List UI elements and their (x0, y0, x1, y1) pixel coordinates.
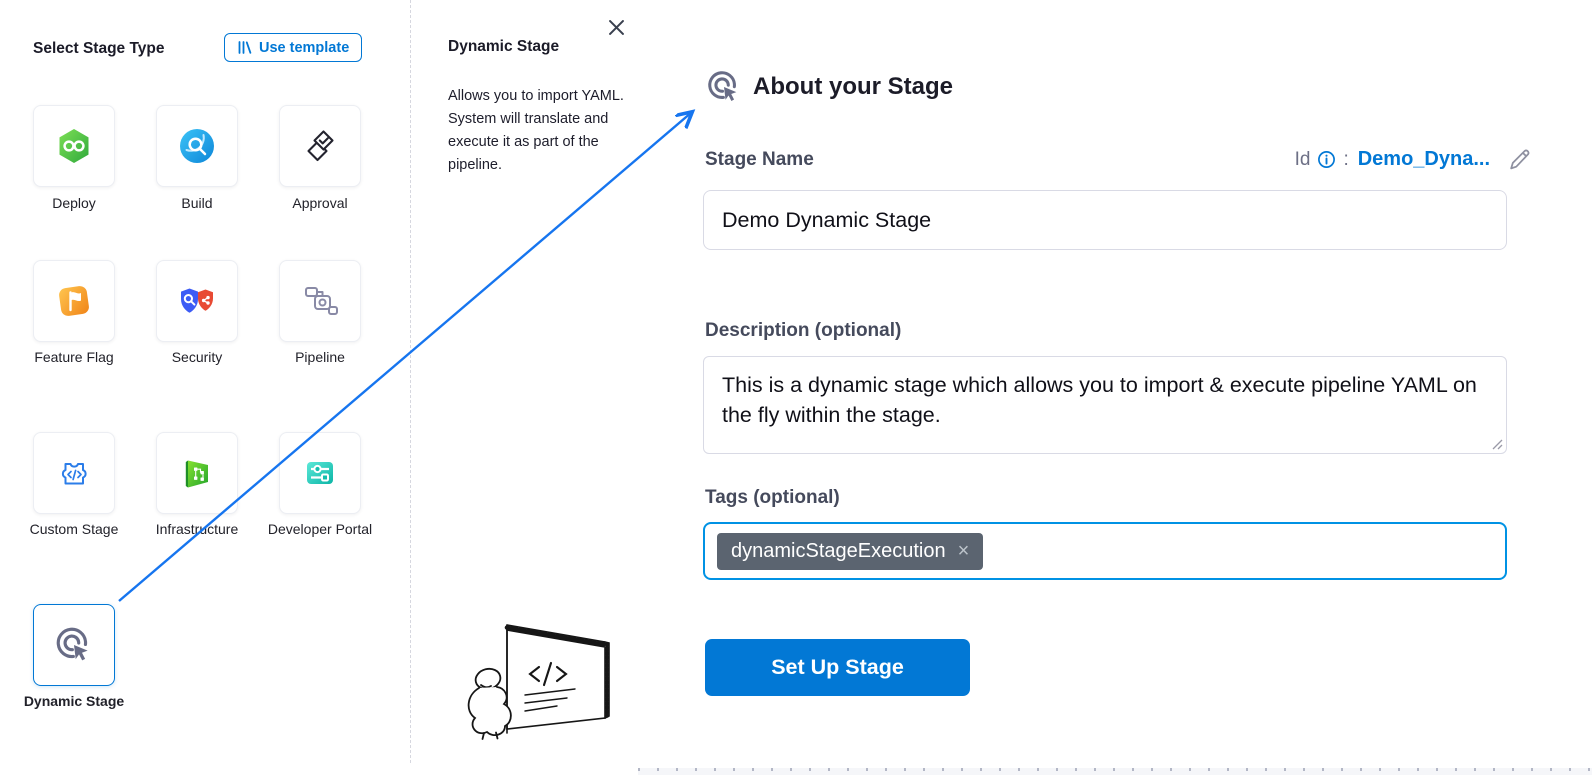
stage-card-pipeline[interactable] (279, 260, 361, 342)
tags-input[interactable]: dynamicStageExecution × (703, 522, 1507, 580)
description-field-wrap: This is a dynamic stage which allows you… (703, 356, 1507, 454)
stage-card-infrastructure-label: Infrastructure (155, 521, 239, 537)
whiteboard-presenter-illustration (467, 624, 610, 740)
dynamic-stage-icon (56, 627, 88, 661)
stage-card-developer-portal-label: Developer Portal (267, 521, 373, 537)
id-label: Id (1294, 148, 1311, 170)
stage-card-security[interactable] (156, 260, 238, 342)
build-icon (180, 129, 214, 163)
feature-flag-icon (59, 286, 89, 316)
developer-portal-icon (307, 462, 333, 484)
stage-card-feature-flag-label: Feature Flag (34, 349, 114, 365)
tag-remove-icon[interactable]: × (957, 540, 970, 562)
stage-card-dynamic-stage[interactable] (33, 604, 115, 686)
infrastructure-icon (185, 460, 208, 488)
use-template-button[interactable]: Use template (224, 33, 363, 62)
about-stage-title: About your Stage (753, 73, 954, 100)
description-input[interactable]: This is a dynamic stage which allows you… (703, 356, 1507, 454)
pipeline-icon (305, 287, 338, 315)
edit-pencil-icon[interactable] (1507, 147, 1532, 172)
stage-card-developer-portal[interactable] (279, 432, 361, 514)
deploy-icon (59, 129, 89, 163)
stage-card-custom-stage[interactable] (33, 432, 115, 514)
info-icon[interactable] (1317, 150, 1336, 169)
close-button[interactable] (604, 15, 628, 39)
id-value: Demo_Dyna... (1357, 148, 1490, 170)
stage-name-input[interactable] (703, 190, 1507, 250)
id-separator: : (1343, 148, 1349, 170)
stage-card-build-label: Build (181, 195, 213, 211)
stage-name-label: Stage Name (705, 149, 814, 170)
stage-card-deploy[interactable] (33, 105, 115, 187)
stage-id-row: Id : Demo_Dyna... (1295, 147, 1532, 172)
stage-card-security-label: Security (171, 349, 223, 365)
security-icon (181, 288, 213, 313)
stage-card-feature-flag[interactable] (33, 260, 115, 342)
help-panel-title: Dynamic Stage (448, 38, 560, 55)
stage-card-infrastructure[interactable] (156, 432, 238, 514)
stage-card-approval[interactable] (279, 105, 361, 187)
stage-card-pipeline-label: Pipeline (295, 349, 345, 365)
use-template-label: Use template (259, 39, 350, 56)
panel-divider (410, 0, 411, 763)
tag-chip: dynamicStageExecution × (717, 532, 984, 570)
tag-text: dynamicStageExecution (731, 539, 946, 562)
template-library-icon (238, 41, 252, 54)
help-panel-description: Allows you to import YAML. System will t… (448, 88, 624, 173)
set-up-stage-button[interactable]: Set Up Stage (705, 639, 970, 696)
stage-card-custom-stage-label: Custom Stage (29, 521, 119, 537)
stage-card-approval-label: Approval (292, 195, 348, 211)
page-title: Select Stage Type (33, 40, 165, 57)
stage-card-deploy-label: Deploy (52, 195, 96, 211)
tags-label: Tags (optional) (705, 487, 840, 508)
close-icon (608, 19, 624, 35)
custom-stage-icon (61, 463, 87, 485)
approval-icon (307, 130, 334, 162)
stage-card-dynamic-stage-label: Dynamic Stage (23, 693, 125, 709)
about-stage-header: About your Stage (705, 68, 953, 106)
pipeline-canvas-edge (638, 768, 1592, 775)
description-label: Description (optional) (705, 320, 902, 341)
dynamic-stage-icon (708, 71, 737, 101)
stage-card-build[interactable] (156, 105, 238, 187)
